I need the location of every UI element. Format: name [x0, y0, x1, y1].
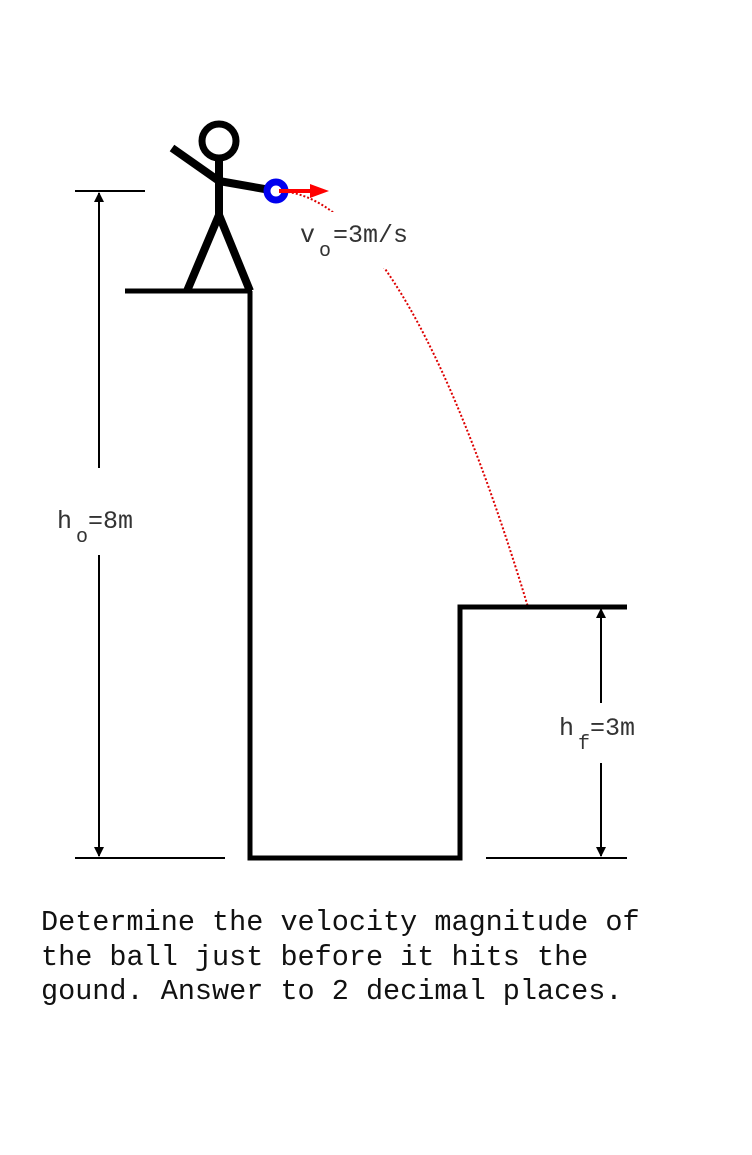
label-value: =8m — [88, 507, 133, 536]
velocity-arrow — [279, 184, 329, 198]
terrain — [125, 288, 627, 861]
final-height-label: h f =3m — [559, 714, 635, 756]
label-main: v — [300, 221, 315, 250]
label-subscript: o — [76, 526, 88, 549]
label-main: h — [57, 507, 72, 536]
label-subscript: o — [319, 240, 331, 263]
question-text: Determine the velocity magnitude of the … — [41, 906, 640, 1010]
label-value: =3m — [590, 714, 635, 743]
question-line: the ball just before it hits the — [41, 940, 589, 974]
label-value: =3m/s — [333, 221, 408, 250]
height-dimension-final — [486, 608, 627, 859]
label-mask — [300, 212, 420, 268]
question-line: Determine the velocity magnitude of — [41, 906, 640, 939]
label-main: h — [559, 714, 574, 743]
initial-height-label: h o =8m — [57, 507, 133, 549]
height-dimension-initial — [75, 190, 225, 859]
stick-figure — [169, 120, 277, 293]
label-subscript: f — [578, 733, 590, 756]
question-line: gound. Answer to 2 decimal places. — [41, 975, 623, 1008]
initial-velocity-label: v o =3m/s — [300, 221, 408, 263]
trajectory-path — [275, 190, 529, 608]
